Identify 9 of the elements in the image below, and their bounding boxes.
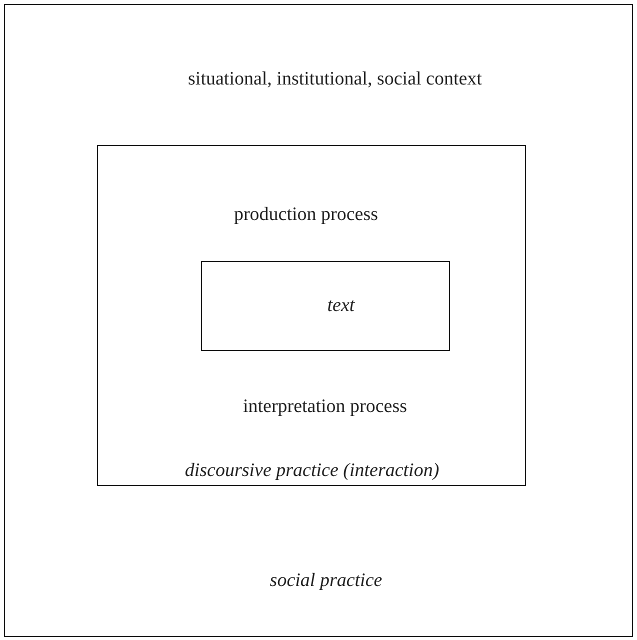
box-label: situational, institutional, social context <box>187 68 483 92</box>
box-label: discoursive practice (interaction) <box>184 460 440 482</box>
box-label: social practice <box>270 570 382 592</box>
box <box>97 145 526 486</box>
box-label: text <box>327 295 355 317</box>
box <box>201 261 450 351</box>
box-label: production process <box>234 204 378 226</box>
box <box>4 4 633 637</box>
box-label: interpretation process <box>242 396 408 418</box>
